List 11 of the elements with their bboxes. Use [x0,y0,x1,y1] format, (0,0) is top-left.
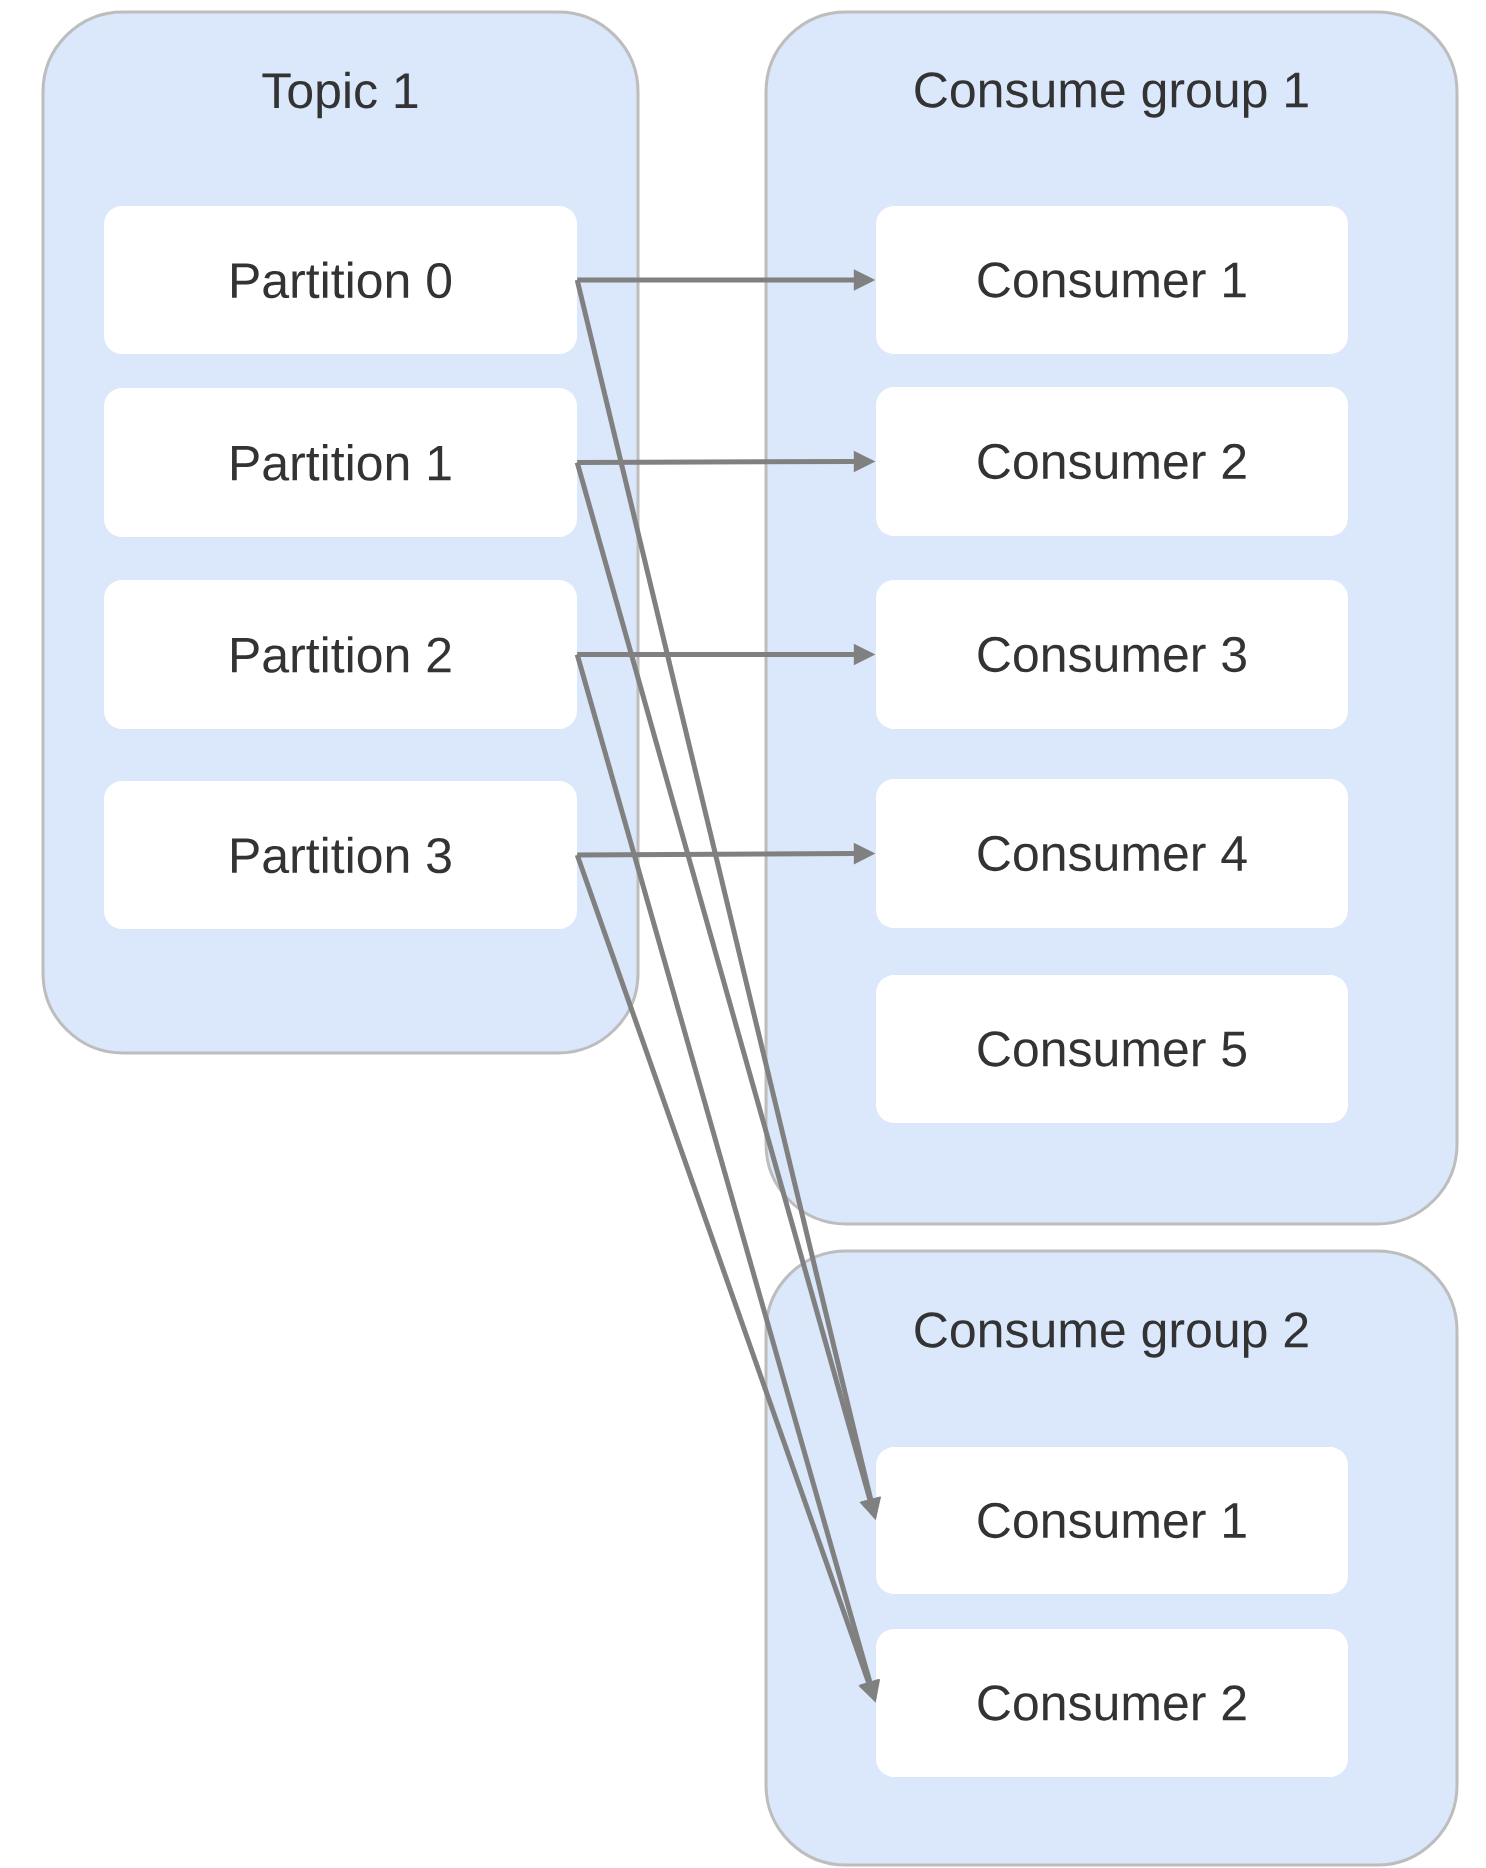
consumer-box: Consumer 4 [876,779,1348,928]
consumer-box: Consumer 2 [876,387,1348,536]
consumer-box: Consumer 5 [876,975,1348,1123]
consumer-box: Consumer 2 [876,1629,1348,1777]
consumer-box: Consumer 3 [876,580,1348,729]
partition-box: Partition 3 [104,781,577,929]
partition-box: Partition 0 [104,206,577,354]
partition-box: Partition 2 [104,580,577,729]
partition-box: Partition 1 [104,388,577,537]
consumer-box: Consumer 1 [876,206,1348,354]
consumer-box: Consumer 1 [876,1447,1348,1594]
